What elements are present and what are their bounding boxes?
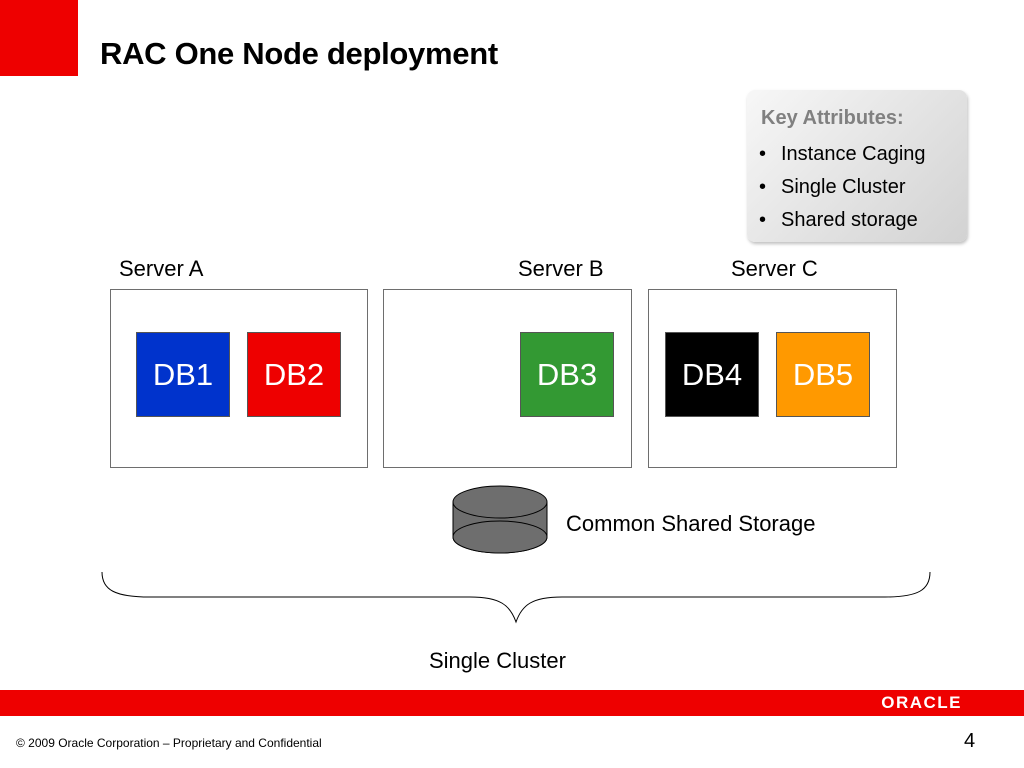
server-c-label: Server C xyxy=(731,256,818,281)
page-number: 4 xyxy=(964,730,976,752)
db5-block: DB5 xyxy=(776,332,870,417)
key-attributes-box: Key Attributes: •Instance Caging •Single… xyxy=(747,90,967,242)
db3-block: DB3 xyxy=(520,332,614,417)
copyright-text: © 2009 Oracle Corporation – Proprietary … xyxy=(16,736,322,750)
key-attribute-item: •Shared storage xyxy=(759,209,918,231)
key-attribute-text: Single Cluster xyxy=(781,176,906,198)
shared-storage-label: Common Shared Storage xyxy=(566,511,816,536)
brand-corner-block xyxy=(0,0,78,76)
db4-block: DB4 xyxy=(665,332,759,417)
slide-title: RAC One Node deployment xyxy=(100,36,498,71)
key-attribute-text: Instance Caging xyxy=(781,143,926,165)
shared-storage-icon xyxy=(452,485,548,554)
key-attribute-item: •Single Cluster xyxy=(759,176,906,198)
cluster-brace xyxy=(101,571,931,624)
db2-block: DB2 xyxy=(247,332,341,417)
key-attributes-list: •Instance Caging •Single Cluster •Shared… xyxy=(759,138,926,237)
key-attribute-text: Shared storage xyxy=(781,209,918,231)
server-a-label: Server A xyxy=(119,256,204,281)
db1-block: DB1 xyxy=(136,332,230,417)
footer-band xyxy=(0,690,1024,716)
key-attribute-item: •Instance Caging xyxy=(759,143,926,165)
key-attributes-heading: Key Attributes: xyxy=(761,107,904,129)
server-b-label: Server B xyxy=(518,256,604,281)
oracle-logo: ORACLE xyxy=(881,693,962,712)
single-cluster-label: Single Cluster xyxy=(429,648,566,673)
